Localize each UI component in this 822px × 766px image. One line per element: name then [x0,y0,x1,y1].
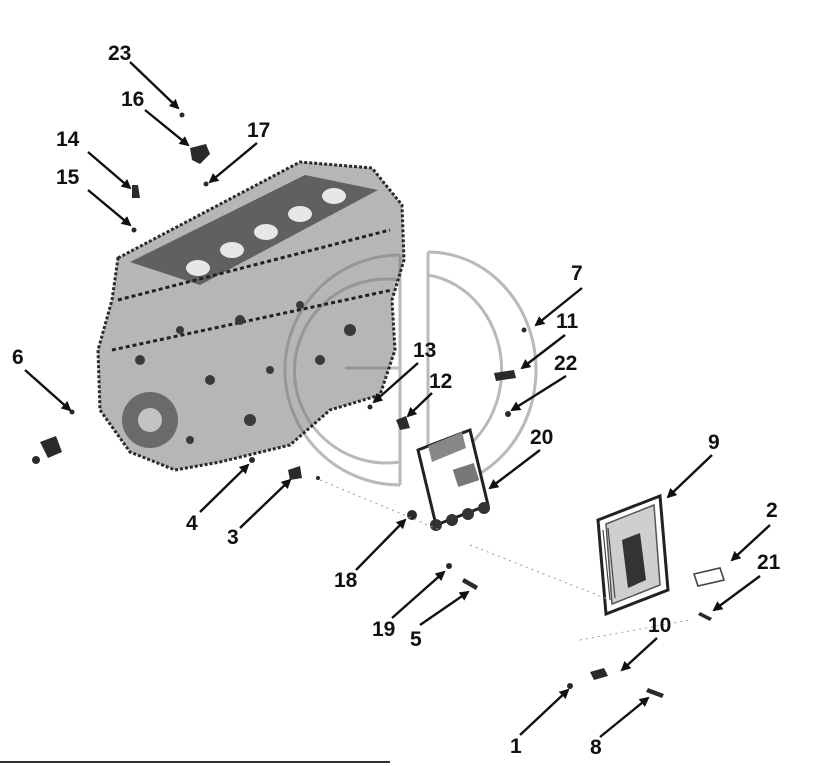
leader-arrow-7 [534,287,583,327]
leader-arrow-9 [666,454,713,499]
leader-arrow-22 [510,374,567,412]
callout-4: 4 [186,512,198,535]
callout-21: 21 [757,551,781,574]
engine-block [96,160,406,472]
leader-arrow-23 [129,61,180,110]
mounting-plate [416,427,490,531]
callout-2: 2 [766,499,778,522]
leader-arrow-13 [372,362,419,404]
leader-arrow-3 [239,478,292,529]
leader-arrow-14 [87,151,132,190]
leader-arrow-1 [519,688,570,736]
callout-13: 13 [413,339,436,362]
small-parts [32,112,726,698]
callout-8: 8 [590,736,602,759]
callout-15: 15 [56,166,80,189]
callout-19: 19 [372,618,395,641]
callout-14: 14 [56,128,80,151]
callout-10: 10 [648,614,671,637]
leader-arrow-15 [87,189,132,227]
callout-6: 6 [12,346,24,369]
ecm-module [596,493,670,617]
callouts: 1 2 3 4 5 6 7 8 9 10 11 12 13 14 15 16 1… [12,42,781,759]
leader-arrow-6 [24,369,72,412]
leader-arrow-16 [144,109,190,147]
callout-5: 5 [410,628,422,651]
callout-18: 18 [334,569,358,592]
leader-arrow-19 [391,570,446,619]
leader-arrow-11 [520,334,566,370]
callout-12: 12 [429,370,452,393]
callout-22: 22 [554,352,577,375]
assembly-guides [319,479,691,641]
callout-17: 17 [247,119,270,142]
leader-arrow-8 [599,696,650,738]
callout-1: 1 [510,735,522,758]
callout-3: 3 [227,526,239,549]
callout-11: 11 [556,310,579,333]
leader-arrow-4 [199,463,250,513]
callout-7: 7 [571,262,583,285]
leader-arrow-17 [208,142,258,184]
leader-arrow-10 [620,637,658,672]
callout-9: 9 [708,431,720,454]
leader-arrow-2 [730,524,771,562]
leader-arrow-12 [406,392,433,418]
leader-arrow-20 [488,449,541,490]
callout-23: 23 [108,42,131,65]
leader-arrow-21 [712,575,761,612]
leader-arrow-5 [419,590,470,626]
leader-lines [24,61,771,738]
callout-20: 20 [530,426,553,449]
callout-16: 16 [121,88,144,111]
leader-arrow-18 [355,518,407,571]
